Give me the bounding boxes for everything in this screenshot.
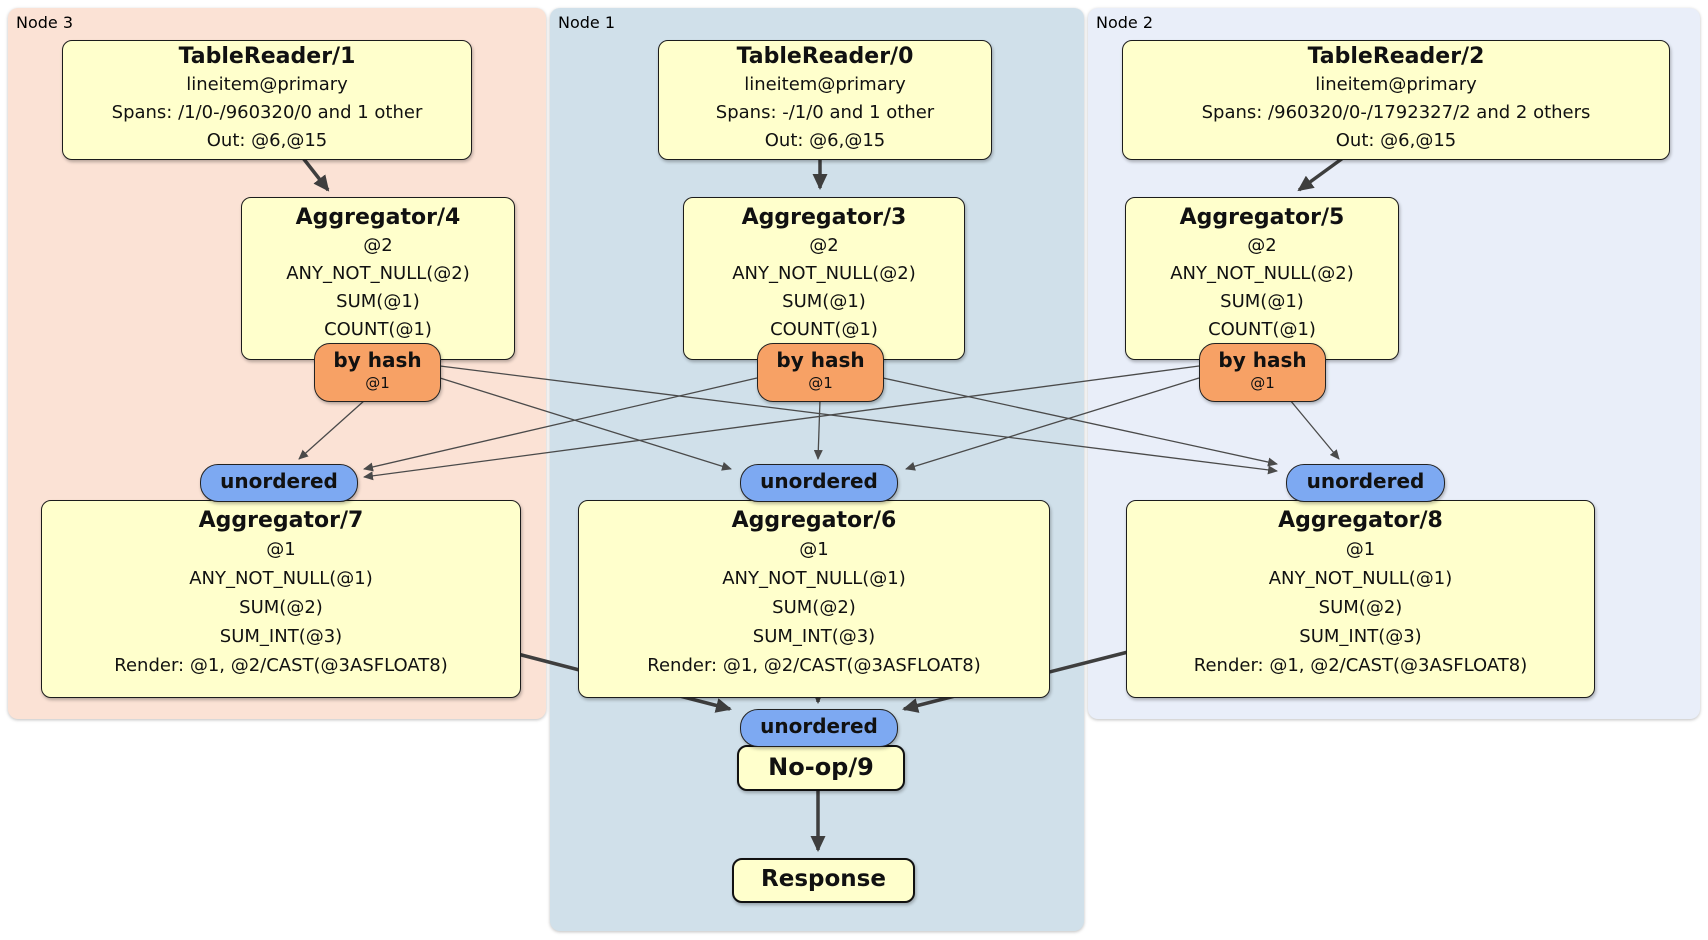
processor-detail: SUM(@1) [1220,291,1304,312]
processor-detail: SUM(@1) [336,291,420,312]
processor-detail: ANY_NOT_NULL(@1) [1268,568,1453,589]
processor-detail: Spans: /1/0-/960320/0 and 1 other [111,102,423,123]
router-label: by hash [1218,348,1307,372]
processor-title: Aggregator/4 [295,205,461,230]
router-by-hash-node2: by hash @1 [1199,343,1326,402]
processor-tablereader-2: TableReader/2 lineitem@primary Spans: /9… [1122,40,1670,160]
processor-detail: Render: @1, @2/CAST(@3ASFLOAT8) [1193,655,1528,676]
processor-detail: ANY_NOT_NULL(@1) [722,568,906,589]
processor-detail: SUM(@1) [782,291,866,312]
region-label-node1: Node 1 [558,13,616,32]
processor-detail: ANY_NOT_NULL(@2) [286,263,470,284]
sync-unordered-node2: unordered [1286,464,1445,502]
processor-title: Aggregator/3 [741,205,907,230]
processor-detail: SUM_INT(@3) [752,626,876,647]
processor-detail: Spans: /960320/0-/1792327/2 and 2 others [1201,102,1591,123]
router-label: by hash [776,348,865,372]
processor-detail: SUM(@2) [772,597,856,618]
processor-tablereader-0: TableReader/0 lineitem@primary Spans: -/… [658,40,992,160]
sync-unordered-node1: unordered [740,464,898,502]
processor-aggregator-5: Aggregator/5 @2 ANY_NOT_NULL(@2) SUM(@1)… [1125,197,1399,360]
processor-aggregator-4: Aggregator/4 @2 ANY_NOT_NULL(@2) SUM(@1)… [241,197,515,360]
processor-title: Aggregator/8 [1278,508,1443,533]
processor-detail: Render: @1, @2/CAST(@3ASFLOAT8) [114,655,448,676]
region-label-node3: Node 3 [16,13,74,32]
processor-detail: lineitem@primary [186,74,348,95]
processor-detail: Out: @6,@15 [764,130,886,151]
processor-aggregator-8: Aggregator/8 @1 ANY_NOT_NULL(@1) SUM(@2)… [1126,500,1595,698]
processor-detail: Out: @6,@15 [206,130,328,151]
processor-title: TableReader/1 [178,44,356,69]
processor-detail: @1 [1345,539,1376,560]
processor-detail: @1 [266,539,296,560]
processor-aggregator-7: Aggregator/7 @1 ANY_NOT_NULL(@1) SUM(@2)… [41,500,521,698]
processor-aggregator-3: Aggregator/3 @2 ANY_NOT_NULL(@2) SUM(@1)… [683,197,965,360]
processor-detail: ANY_NOT_NULL(@2) [732,263,916,284]
sync-unordered-node3: unordered [200,464,358,502]
router-by-hash-node3: by hash @1 [314,343,441,402]
processor-detail: COUNT(@1) [1208,319,1316,340]
processor-detail: ANY_NOT_NULL(@2) [1170,263,1354,284]
processor-title: Aggregator/6 [731,508,897,533]
processor-detail: lineitem@primary [744,74,906,95]
router-columns: @1 [1250,374,1275,392]
processor-title: TableReader/0 [736,44,914,69]
processor-detail: SUM(@2) [1318,597,1403,618]
processor-detail: COUNT(@1) [324,319,432,340]
processor-title: Aggregator/5 [1179,205,1345,230]
region-label-node2: Node 2 [1096,13,1154,32]
processor-detail: SUM_INT(@3) [1299,626,1422,647]
processor-detail: @1 [799,539,829,560]
processor-tablereader-1: TableReader/1 lineitem@primary Spans: /1… [62,40,472,160]
processor-detail: @2 [1247,235,1277,256]
processor-detail: SUM_INT(@3) [219,626,343,647]
processor-detail: Render: @1, @2/CAST(@3ASFLOAT8) [647,655,981,676]
router-label: by hash [333,348,422,372]
processor-detail: COUNT(@1) [770,319,878,340]
processor-detail: @2 [809,235,839,256]
processor-detail: ANY_NOT_NULL(@1) [189,568,373,589]
router-columns: @1 [365,374,390,392]
processor-noop-9: No-op/9 [737,745,905,791]
processor-detail: SUM(@2) [239,597,323,618]
router-by-hash-node1: by hash @1 [757,343,884,402]
processor-detail: Out: @6,@15 [1335,130,1457,151]
sync-unordered-final: unordered [740,709,898,747]
processor-detail: lineitem@primary [1315,74,1477,95]
processor-title: Aggregator/7 [198,508,364,533]
processor-title: TableReader/2 [1307,44,1485,69]
processor-aggregator-6: Aggregator/6 @1 ANY_NOT_NULL(@1) SUM(@2)… [578,500,1050,698]
response-node: Response [732,858,915,903]
processor-detail: @2 [363,235,393,256]
processor-detail: Spans: -/1/0 and 1 other [715,102,935,123]
router-columns: @1 [808,374,833,392]
